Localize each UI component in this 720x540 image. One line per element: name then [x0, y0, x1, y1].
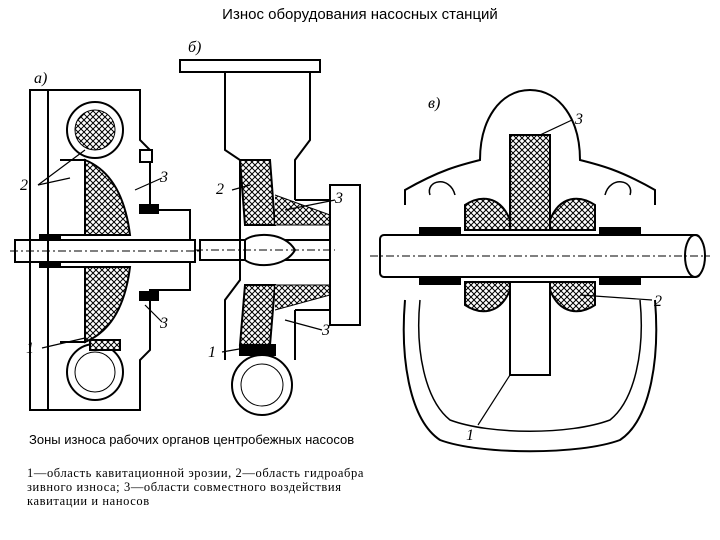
panel-a-drawing: [10, 89, 200, 411]
panel-a-label: а): [34, 70, 47, 87]
panel-a-impeller-top: [84, 158, 132, 236]
legend-line: кавитации и наносов: [27, 494, 150, 508]
legend-line: зивного износа; 3—области совместного во…: [27, 480, 342, 494]
panel-a-impeller-bottom: [84, 266, 132, 344]
panel-c-channel-top: [509, 134, 551, 231]
panel-c-shaft: [379, 234, 701, 278]
legend-line: 1—область кавитационной эрозии, 2—област…: [27, 466, 365, 480]
legend: 1—область кавитационной эрозии, 2—област…: [27, 466, 427, 508]
panel-b-callout-3-bottom: 3: [321, 322, 330, 339]
panel-b-impeller-top: [238, 159, 277, 226]
panel-b-callout-1: 1: [208, 344, 216, 361]
panel-c-callout-2: 2: [654, 293, 662, 310]
panel-c-label: в): [428, 95, 440, 112]
panel-a-callout-3-bottom: 3: [159, 315, 168, 332]
diagram-subtitle: Зоны износа рабочих органов центробежных…: [27, 432, 357, 447]
panel-b-label: б): [188, 39, 201, 56]
panel-c-callout-3: 3: [574, 111, 583, 128]
panel-b-callout-3-top: 3: [334, 190, 343, 207]
panel-b-flange-top: [179, 59, 321, 73]
panel-a-callout-2: 2: [20, 177, 28, 194]
panel-c-channel-bottom: [509, 281, 551, 376]
panel-a-callout-1: 1: [26, 340, 34, 357]
panel-a-volute-top: [66, 101, 124, 159]
panel-c-casing-top: [404, 88, 656, 205]
panel-c-casing-bottom: [402, 299, 658, 453]
panel-b-callout-2: 2: [216, 181, 224, 198]
panel-c-drawing: [370, 88, 710, 453]
panel-c-callout-1: 1: [466, 427, 474, 444]
panel-b-drawing: [179, 59, 361, 416]
panel-b-impeller-bottom: [238, 284, 277, 346]
panel-a-callout-3-top: 3: [159, 169, 168, 186]
page-title: Износ оборудования насосных станций: [222, 6, 498, 23]
